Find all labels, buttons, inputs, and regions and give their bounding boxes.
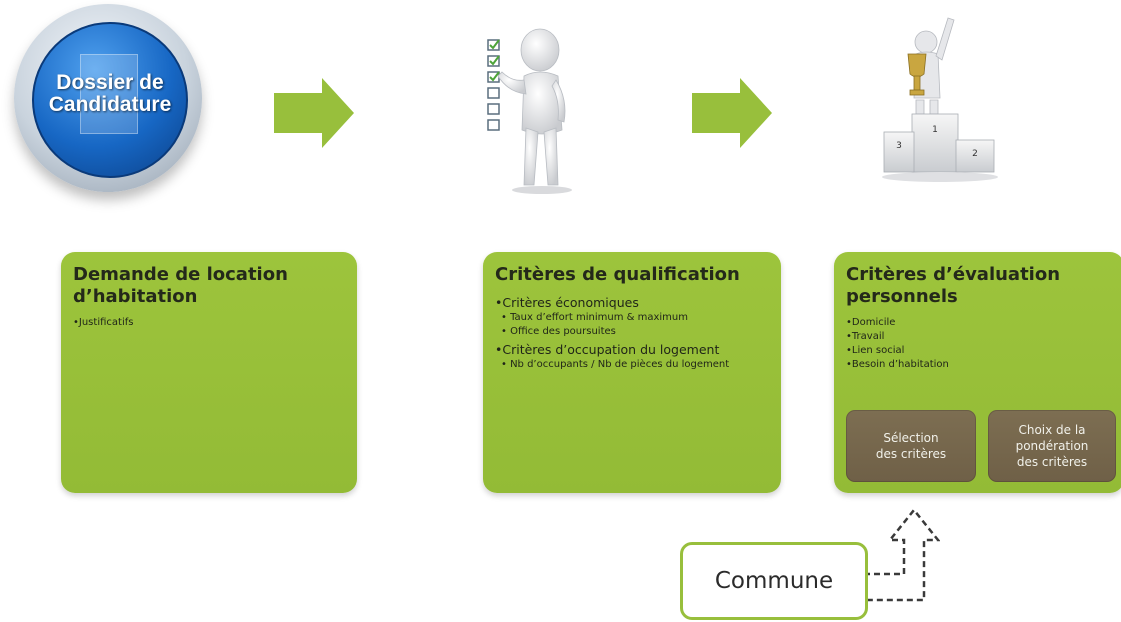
selection-criteres-box: Sélection des critères xyxy=(846,410,976,482)
badge-line-1: Dossier de xyxy=(56,71,164,94)
box2-title: Critères de qualification xyxy=(495,264,740,285)
box1-bullet: •Justificatifs xyxy=(73,317,134,328)
sub2-line-1: Choix de la xyxy=(1018,423,1086,437)
commune-label: Commune xyxy=(714,568,834,594)
commune-box: Commune xyxy=(680,542,868,620)
podium-second-label: 2 xyxy=(972,149,978,159)
box3-title-line-2: personnels xyxy=(846,286,958,307)
sub2-line-3: des critères xyxy=(1016,455,1088,469)
box3-title-line-1: Critères d’évaluation xyxy=(846,264,1061,285)
badge-line-2: Candidature xyxy=(48,93,172,116)
right-arrow-icon xyxy=(274,78,354,148)
box2-section-1: •Critères économiques xyxy=(495,295,639,310)
box2-section-2-item: • Nb d’occupants / Nb de pièces du logem… xyxy=(501,359,730,370)
dashed-up-arrow-icon xyxy=(860,507,940,602)
podium-first-label: 1 xyxy=(932,125,938,135)
box3-bullet: •Lien social xyxy=(846,345,905,356)
ponderation-criteres-box: Choix de la pondération des critères xyxy=(988,410,1116,482)
box3-bullet: •Besoin d’habitation xyxy=(846,359,949,370)
sub1-line-1: Sélection xyxy=(883,431,939,445)
demande-location-box: Demande de location d’habitation •Justif… xyxy=(61,252,357,493)
box2-section-1-item: • Taux d’effort minimum & maximum xyxy=(501,312,688,323)
badge-inner: Dossier de Candidature xyxy=(32,22,188,178)
criteres-evaluation-box: Critères d’évaluation personnels •Domici… xyxy=(834,252,1121,493)
right-arrow-icon xyxy=(692,78,772,148)
sub2-line-2: pondération xyxy=(1015,439,1089,453)
box3-bullet: •Domicile xyxy=(846,317,896,328)
podium-trophy-icon: 1 3 2 xyxy=(882,17,998,182)
criteres-qualification-box: Critères de qualification •Critères écon… xyxy=(483,252,781,493)
document-icon xyxy=(80,54,138,134)
box1-title-line-1: Demande de location xyxy=(73,264,288,285)
podium-third-label: 3 xyxy=(896,141,902,151)
box1-title-line-2: d’habitation xyxy=(73,286,198,307)
sub1-line-2: des critères xyxy=(875,447,947,461)
box3-bullet: •Travail xyxy=(846,331,885,342)
box2-section-1-item: • Office des poursuites xyxy=(501,326,616,337)
box2-section-2: •Critères d’occupation du logement xyxy=(495,342,720,357)
badge-text: Dossier de Candidature xyxy=(34,72,186,116)
checklist-figure-icon xyxy=(487,28,572,194)
dossier-badge: Dossier de Candidature xyxy=(14,4,202,192)
